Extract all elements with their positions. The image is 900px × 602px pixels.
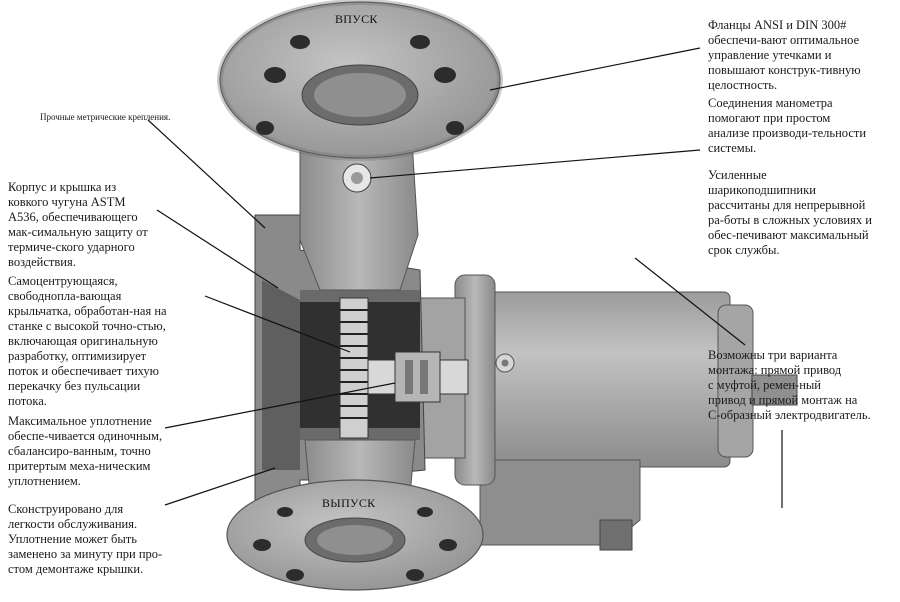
inlet-flange [217,0,503,161]
leader-lines [147,47,783,508]
inlet-label: ВПУСК [335,12,378,26]
bearing-frame [479,291,798,551]
callout-bearings: Усиленные шарикоподшипники рассчитаны дл… [708,168,872,257]
leader-seal [164,382,396,429]
callout-flanges: Фланцы ANSI и DIN 300# обеспечи-вают опт… [708,18,861,92]
callout-gauge: Соединения манометра помогают при просто… [708,96,867,155]
leader-gauge [369,149,701,179]
callout-fasteners: Прочные метрические крепления. [40,112,171,122]
outlet-label: ВЫПУСК [322,496,376,510]
callout-service: Сконструировано для легкости обслуживани… [8,502,163,576]
leader-impeller [204,295,351,353]
leader-fasteners [147,119,266,229]
impeller [339,297,369,439]
callout-mounting: Возможны три варианта монтажа: прямой пр… [708,348,871,422]
leader-casing [156,209,279,289]
leader-flanges [489,47,701,91]
shaft-seal [367,351,469,403]
callout-impeller: Самоцентрующаяся, свободнопла-вающая кры… [8,274,167,408]
outlet-flange [226,439,484,591]
callout-seal: Максимальное уплотнение обеспе-чивается … [8,414,163,488]
leader-bearings [634,257,746,346]
callout-casing: Корпус и крышка из ковкого чугуна ASTM A… [8,180,148,269]
leader-service [164,467,276,506]
